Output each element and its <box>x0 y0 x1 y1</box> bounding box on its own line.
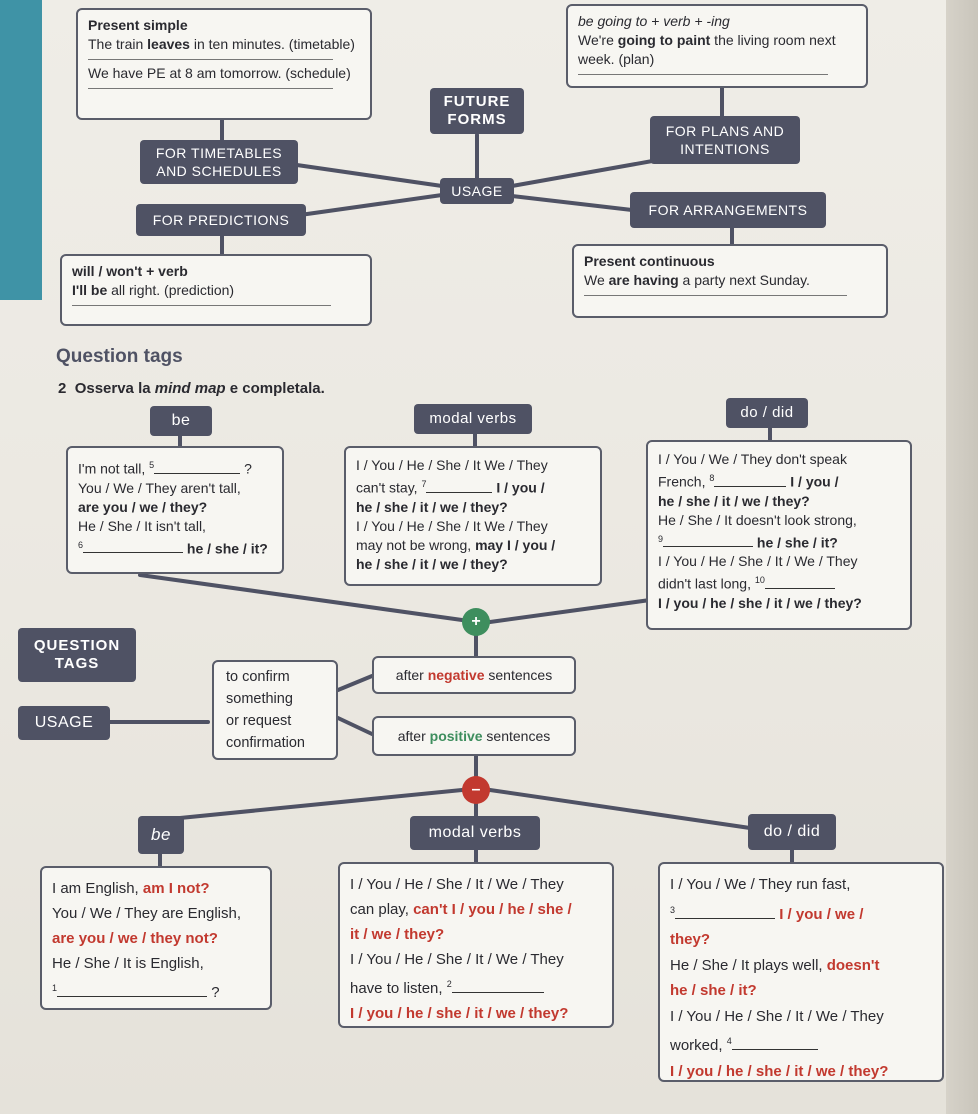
present-simple-example-1: The train leaves in ten minutes. (timeta… <box>88 36 355 52</box>
be-label-top: be <box>150 406 212 436</box>
present-continuous-box: Present continuous We are having a party… <box>572 244 888 318</box>
after-negative-box: after negative sentences <box>372 656 576 694</box>
writing-line <box>88 59 333 60</box>
be-positive-box: I am English, am I not? You / We / They … <box>40 866 272 1010</box>
future-usage-label: USAGE <box>440 178 514 204</box>
after-positive-box: after positive sentences <box>372 716 576 756</box>
present-simple-example-2: We have PE at 8 am tomorrow. (schedule) <box>88 65 351 81</box>
modal-verbs-label-bottom: modal verbs <box>410 816 540 850</box>
going-to-example: We're going to paint the living room nex… <box>578 32 836 48</box>
minus-node: – <box>462 776 490 804</box>
page-edge-right <box>946 0 978 1114</box>
page-edge-left <box>0 0 42 300</box>
do-did-positive-box: I / You / We / They run fast, 3 I / you … <box>658 862 944 1082</box>
will-title: will / won't + verb <box>72 263 188 279</box>
present-simple-title: Present simple <box>88 17 188 33</box>
modal-positive-box: I / You / He / She / It / We / They can … <box>338 862 614 1028</box>
present-simple-box: Present simple The train leaves in ten m… <box>76 8 372 120</box>
confirm-box: to confirm something or request confirma… <box>212 660 338 760</box>
will-box: will / won't + verb I'll be all right. (… <box>60 254 372 326</box>
question-tags-title: QUESTION TAGS <box>18 628 136 682</box>
future-forms-title: FUTURE FORMS <box>430 88 524 134</box>
going-to-example-line-2: week. (plan) <box>578 51 655 67</box>
exercise-instruction: 2 Osserva la mind map e completala. <box>58 380 325 397</box>
will-example: I'll be all right. (prediction) <box>72 282 235 298</box>
writing-line <box>72 305 332 306</box>
modal-verbs-label-top: modal verbs <box>414 404 532 434</box>
be-label-bottom: be <box>138 816 184 854</box>
do-did-label-bottom: do / did <box>748 814 836 850</box>
question-tags-usage-label: USAGE <box>18 706 110 740</box>
do-did-label-top: do / did <box>726 398 808 428</box>
be-tags-box: I'm not tall, 5 ? You / We / They aren't… <box>66 446 284 574</box>
going-to-title: be going to + verb + -ing <box>578 13 730 29</box>
future-predictions-label: FOR PREDICTIONS <box>136 204 306 236</box>
going-to-box: be going to + verb + -ing We're going to… <box>566 4 868 88</box>
future-timetables-label: FOR TIMETABLES AND SCHEDULES <box>140 140 298 184</box>
do-did-tags-box: I / You / We / They don't speak French, … <box>646 440 912 630</box>
writing-line <box>578 74 829 75</box>
present-continuous-example: We are having a party next Sunday. <box>584 272 810 288</box>
section-title: Question tags <box>56 346 183 367</box>
writing-line <box>584 295 847 296</box>
future-arrangements-label: FOR ARRANGEMENTS <box>630 192 826 228</box>
writing-line <box>88 88 333 89</box>
present-continuous-title: Present continuous <box>584 253 715 269</box>
modal-tags-box: I / You / He / She / It We / They can't … <box>344 446 602 586</box>
plus-node: + <box>462 608 490 636</box>
future-plans-label: FOR PLANS AND INTENTIONS <box>650 116 800 164</box>
